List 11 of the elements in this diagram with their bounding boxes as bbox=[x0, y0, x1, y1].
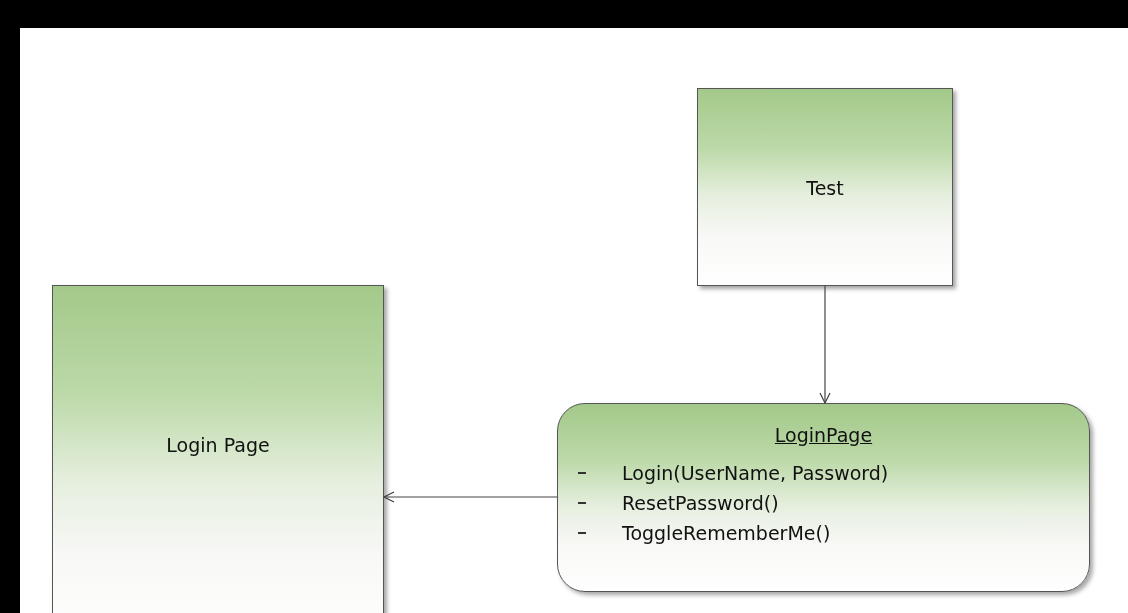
class-box bbox=[697, 88, 953, 286]
box-label: Login Page bbox=[166, 434, 270, 456]
method-text: Login(UserName, Password) bbox=[622, 462, 889, 484]
method-text: ToggleRememberMe() bbox=[622, 522, 831, 544]
class-name: LoginPage bbox=[774, 424, 873, 446]
arrow bbox=[383, 491, 558, 503]
object-box bbox=[557, 403, 1090, 592]
box-label: Test bbox=[806, 177, 844, 199]
class-box bbox=[52, 285, 384, 613]
method-text: ResetPassword() bbox=[622, 492, 779, 514]
arrow bbox=[819, 285, 831, 404]
